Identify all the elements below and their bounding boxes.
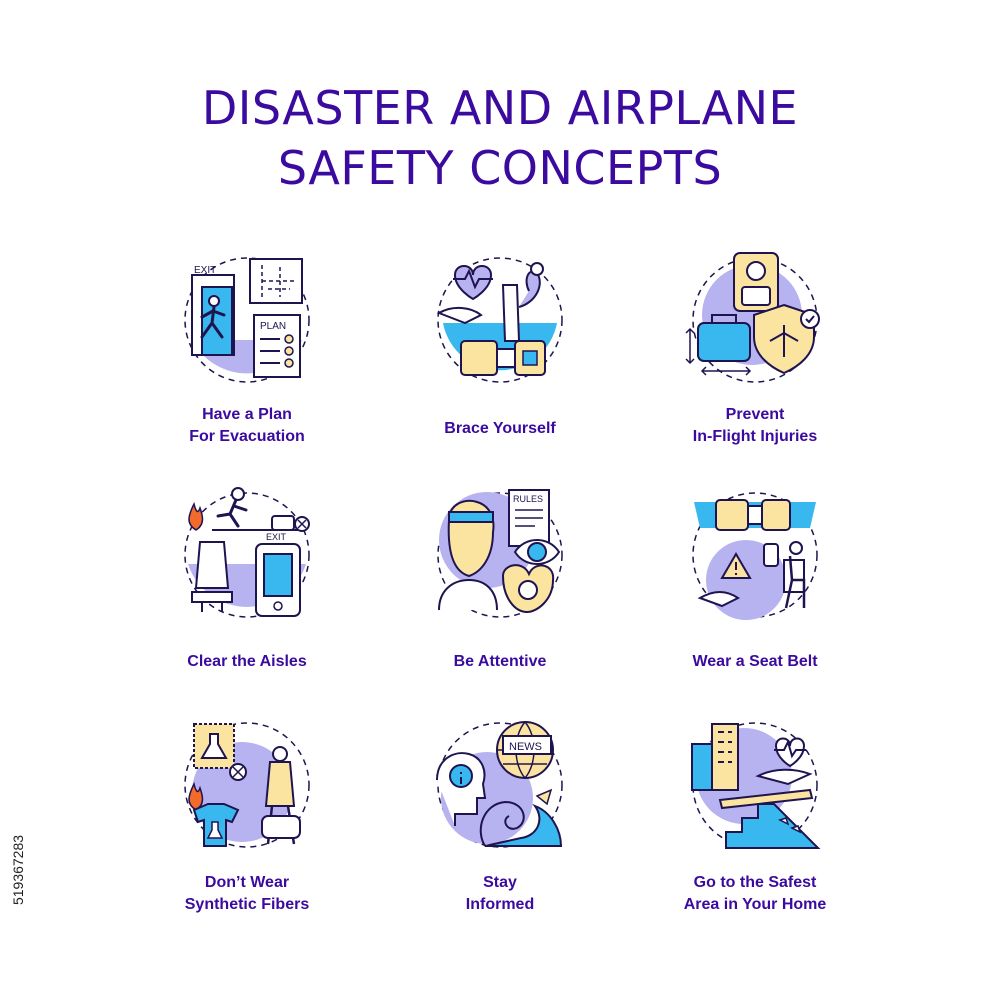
- label-synthetic: Don’t Wear Synthetic Fibers: [184, 874, 310, 913]
- brace-position-icon: [425, 245, 575, 395]
- stock-id-watermark: 519367283: [10, 834, 26, 906]
- title-line-1: DISASTER AND AIRPLANE: [201, 81, 799, 135]
- label-evacuation: Have a Plan For Evacuation: [189, 406, 305, 445]
- svg-text:RULES: RULES: [513, 494, 543, 504]
- seat-belt-icon: [680, 480, 830, 630]
- svg-text:EXIT: EXIT: [266, 532, 287, 542]
- synthetic-fibers-icon: [172, 710, 322, 860]
- label-attentive: Be Attentive: [453, 653, 547, 670]
- svg-text:NEWS: NEWS: [509, 741, 542, 753]
- svg-text:EXIT: EXIT: [194, 265, 216, 276]
- luggage-shield-icon: [680, 245, 830, 395]
- label-aisles: Clear the Aisles: [187, 653, 307, 670]
- aisle-exit-icon: EXIT: [172, 480, 322, 630]
- label-seatbelt: Wear a Seat Belt: [692, 653, 818, 670]
- page-title: DISASTER AND AIRPLANE SAFETY CONCEPTS: [0, 78, 1000, 198]
- safe-home-icon: [680, 710, 830, 860]
- label-safest: Go to the Safest Area in Your Home: [683, 874, 827, 913]
- evacuation-plan-icon: EXIT PLAN: [172, 245, 322, 395]
- news-storm-icon: NEWS: [425, 710, 575, 860]
- flight-attendant-icon: RULES: [425, 480, 575, 630]
- label-brace: Brace Yourself: [444, 420, 556, 437]
- svg-text:PLAN: PLAN: [260, 321, 286, 332]
- title-line-2: SAFETY CONCEPTS: [277, 141, 723, 195]
- label-informed: Stay Informed: [465, 874, 535, 913]
- label-prevent: Prevent In-Flight Injuries: [692, 406, 818, 445]
